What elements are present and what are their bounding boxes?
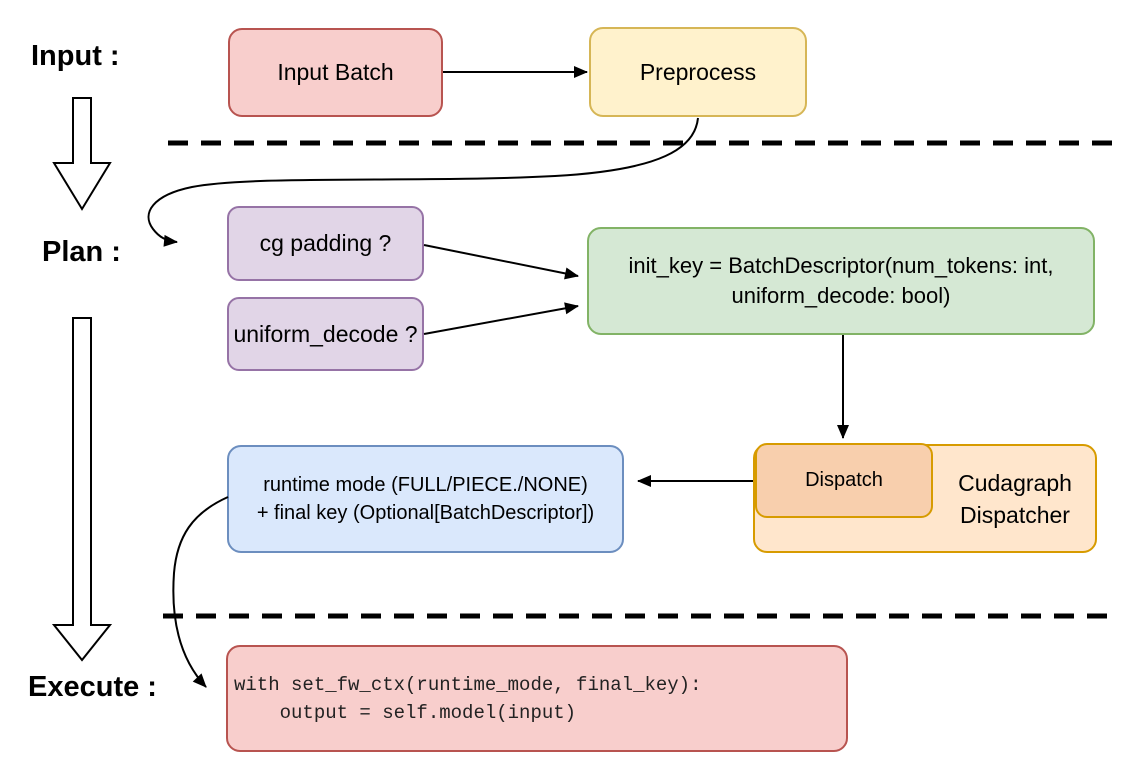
node-runtime-result-label: runtime mode (FULL/PIECE./NONE) + final …: [256, 474, 595, 524]
flow-cg-padding-to-init-key: [423, 244, 579, 280]
node-uniform-decode: uniform_decode ?: [227, 297, 424, 371]
node-input-batch-label: Input Batch: [277, 59, 394, 85]
node-runtime-result: runtime mode (FULL/PIECE./NONE) + final …: [227, 445, 624, 553]
stage-label-input: Input :: [31, 40, 120, 72]
node-execute-code: with set_fw_ctx(runtime_mode, final_key)…: [226, 645, 848, 752]
stage-arrow-plan-to-execute: [51, 317, 113, 662]
node-dispatch-label: Dispatch: [805, 469, 883, 491]
node-preprocess: Preprocess: [589, 27, 807, 117]
stage-arrow-input-to-plan: [52, 97, 112, 211]
node-cg-padding: cg padding ?: [227, 206, 424, 281]
node-dispatch: Dispatch: [755, 443, 933, 518]
node-input-batch: Input Batch: [228, 28, 443, 117]
node-uniform-decode-label: uniform_decode ?: [233, 320, 418, 347]
flow-runtime-result-to-execute-code: [172, 496, 229, 688]
stage-label-plan: Plan :: [42, 236, 121, 268]
node-preprocess-label: Preprocess: [639, 58, 757, 85]
stage-label-execute: Execute :: [28, 671, 157, 703]
node-cudagraph-dispatcher-label: Cudagraph Dispatcher: [958, 469, 1072, 528]
node-execute-code-text: with set_fw_ctx(runtime_mode, final_key)…: [234, 673, 702, 724]
node-cg-padding-label: cg padding ?: [259, 230, 392, 256]
node-init-key-label: init_key = BatchDescriptor(num_tokens: i…: [628, 253, 1054, 308]
node-init-key: init_key = BatchDescriptor(num_tokens: i…: [587, 227, 1095, 335]
flow-uniform-decode-to-init-key: [423, 302, 579, 335]
